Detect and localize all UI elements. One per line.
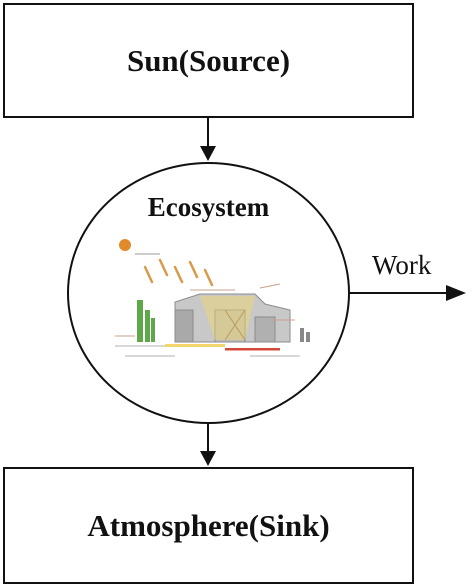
source-label: Sun(Source) — [126, 42, 291, 78]
source-box: Sun(Source) — [3, 3, 414, 118]
sun-icon — [119, 239, 131, 251]
light-beam — [200, 296, 255, 340]
arrowhead-right — [446, 285, 466, 301]
work-label: Work — [372, 250, 432, 280]
building-icon — [174, 293, 291, 343]
ecosystem-illustration — [115, 239, 310, 357]
ground-yellow — [165, 344, 225, 347]
ecosystem-label: Ecosystem — [147, 192, 270, 222]
sink-label: Atmosphere(Sink) — [87, 507, 330, 543]
ecosystem-circle — [67, 162, 350, 424]
ground-red — [225, 348, 280, 351]
arrowhead-down-bottom — [200, 451, 216, 466]
sun-rays — [143, 258, 214, 287]
sink-box: Atmosphere(Sink) — [3, 467, 414, 584]
arrowhead-down-top — [200, 146, 216, 161]
plant-icon — [137, 300, 155, 342]
